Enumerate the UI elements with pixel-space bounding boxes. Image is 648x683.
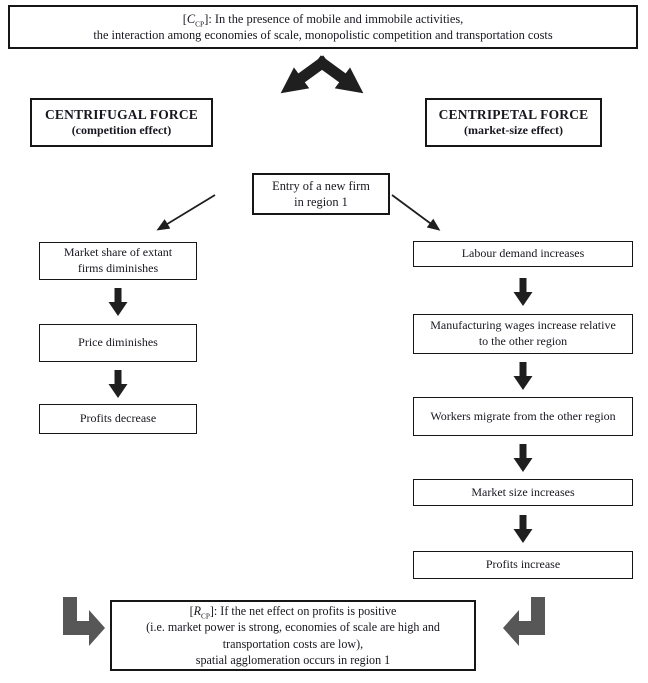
conclusion-box: [RCP]: If the net effect on profits is p… [110, 600, 476, 671]
right-chain-step-1: Labour demand increases [413, 241, 633, 267]
down-arrow-icon [108, 288, 128, 316]
right-step-1-label: Labour demand increases [461, 246, 585, 261]
down-arrow-icon [513, 362, 533, 390]
diagonal-arrow-left-icon [156, 194, 216, 231]
conclusion-line2: (i.e. market power is strong, economies … [146, 620, 440, 635]
bent-arrow-right-icon [503, 597, 545, 646]
conclusion-symbol: R [193, 603, 202, 618]
left-step-1-label: Market share of extant firms diminishes [63, 245, 173, 275]
centrifugal-subtitle: (competition effect) [71, 123, 172, 138]
conclusion-symbol-subscript: CP [201, 612, 210, 621]
right-step-4-label: Market size increases [471, 484, 575, 499]
premise-symbol: C [186, 11, 196, 26]
premise-line2: the interaction among economies of scale… [93, 28, 553, 42]
right-step-3-label: Workers migrate from the other region [430, 408, 616, 423]
right-chain-step-5: Profits increase [413, 551, 633, 579]
conclusion-line3: transportation costs are low), [222, 636, 364, 651]
entry-box: Entry of a new firm in region 1 [252, 173, 390, 215]
conclusion-line1: [RCP]: If the net effect on profits is p… [189, 603, 397, 621]
left-step-2-label: Price diminishes [78, 335, 158, 350]
down-arrow-icon [108, 370, 128, 398]
premise-line1: [CCP]: In the presence of mobile and imm… [182, 11, 464, 29]
premise-box: [CCP]: In the presence of mobile and imm… [8, 5, 638, 49]
centrifugal-force-box: CENTRIFUGAL FORCE (competition effect) [30, 98, 213, 147]
left-chain-step-1: Market share of extant firms diminishes [39, 242, 197, 280]
centripetal-title: CENTRIPETAL FORCE [438, 106, 589, 122]
down-arrow-icon [513, 515, 533, 543]
down-arrow-icon [513, 278, 533, 306]
down-arrow-icon [513, 444, 533, 472]
right-step-5-label: Profits increase [485, 557, 561, 572]
right-chain-step-2: Manufacturing wages increase relative to… [413, 314, 633, 354]
premise-symbol-subscript: CP [195, 19, 205, 29]
right-step-2-label: Manufacturing wages increase relative to… [430, 318, 616, 348]
right-chain-step-3: Workers migrate from the other region [413, 397, 633, 436]
left-chain-step-3: Profits decrease [39, 404, 197, 434]
centripetal-subtitle: (market-size effect) [464, 123, 563, 138]
right-chain-step-4: Market size increases [413, 479, 633, 506]
conclusion-line4: spatial agglomeration occurs in region 1 [195, 652, 391, 667]
entry-label: Entry of a new firm in region 1 [272, 178, 370, 209]
centrifugal-title: CENTRIFUGAL FORCE [44, 106, 199, 122]
diagonal-arrow-right-icon [391, 194, 441, 231]
left-chain-step-2: Price diminishes [39, 324, 197, 362]
centripetal-force-box: CENTRIPETAL FORCE (market-size effect) [425, 98, 602, 147]
split-arrow-icon [280, 55, 364, 94]
left-step-3-label: Profits decrease [79, 411, 157, 426]
bent-arrow-left-icon [63, 597, 105, 646]
